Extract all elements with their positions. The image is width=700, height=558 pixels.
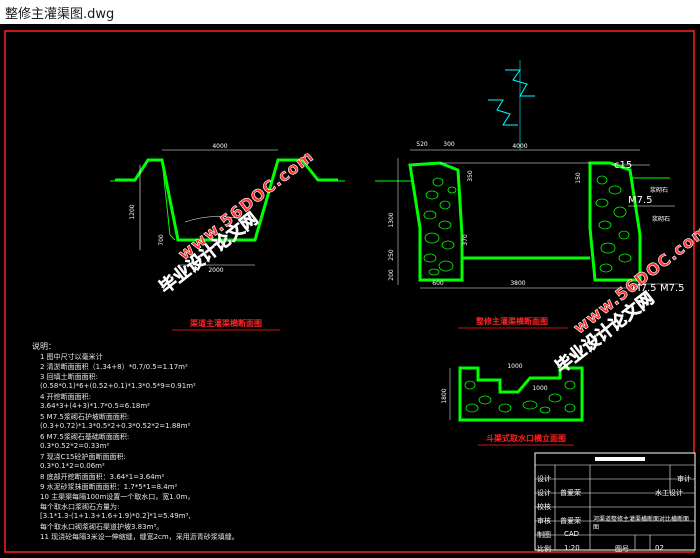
dim-250: 250 xyxy=(388,249,395,261)
break-line-bottom xyxy=(488,99,518,126)
tb-r5-c3: 图号 xyxy=(615,545,629,553)
left-caption: 渠道主灌渠横断面图 xyxy=(189,318,262,328)
label-m75-a: M7.5 xyxy=(628,195,653,206)
notes-line: (0.3+0.72)*1.3*0.5*2+0.3*0.52*2=1.88m² xyxy=(40,422,191,430)
tb-r3-c3: 河渠道整修主灌渠横断面对比横断面图 xyxy=(593,516,690,531)
cad-canvas[interactable]: 4000 2000 1200 700 渠道主灌渠横断面图 xyxy=(0,24,700,558)
notes-line: 3.64*3+(4+3)*1.7*0.5=6.18m² xyxy=(40,402,150,410)
dim-600: 600 xyxy=(432,280,444,287)
label-m75-b: M7.5 xyxy=(632,283,657,294)
tb-r3-c1: 审核 xyxy=(537,517,551,525)
right-dim-bottom: 3800 xyxy=(510,280,525,287)
notes-line: 10 主渠渠每隔100m设置一个取水口，宽1.0m， xyxy=(40,493,195,501)
tb-r1-c4: 水工设计 xyxy=(655,489,683,497)
right-dim-top: 4000 xyxy=(512,143,527,150)
notes-line: [3.1*1.3-(1+1.3+1.6+1.9)*0.2]*1=5.49m³, xyxy=(40,512,191,520)
tb-r1-c2: 曾爱荣 xyxy=(560,489,581,497)
dim-520: 520 xyxy=(416,141,428,148)
left-dim-lower: 700 xyxy=(158,234,165,246)
dim-200: 200 xyxy=(388,269,395,281)
outlet-elevation: 1000 1000 1800 斗渠式取水口横立面图 xyxy=(441,363,584,446)
notes-line: 2 清淤断面面积（1.34+8）*0.7/0.5=1.17m² xyxy=(40,363,188,371)
outlet-dim-1000: 1000 xyxy=(532,385,547,392)
drawing-svg: 4000 2000 1200 700 渠道主灌渠横断面图 xyxy=(4,30,696,553)
label-c15: c15 xyxy=(614,160,632,171)
dim-1300: 1300 xyxy=(388,212,395,227)
outlet-dim-1000b: 1000 xyxy=(507,363,522,370)
label-note-a: 浆砌石 xyxy=(650,186,668,194)
notes-line: 6 M7.5浆砌石基础断面面积: xyxy=(40,433,130,441)
notes-line: (0.58*0.1)*6+(0.52+0.1)*1.3*0.5*9=0.91m² xyxy=(40,382,196,390)
notes-line: 7 现浇C15砼护面断面面积: xyxy=(40,453,126,461)
outlet-outline xyxy=(458,366,584,422)
tb-r5-c1: 比例 xyxy=(537,545,551,553)
dim-350: 350 xyxy=(467,170,474,182)
notes-line: 9 水泥砂浆抹面断面面积：1.7*5*1=8.4m² xyxy=(40,483,178,491)
left-cross-section: 4000 2000 1200 700 渠道主灌渠横断面图 xyxy=(110,143,345,331)
window-titlebar: 整修主灌渠图.dwg xyxy=(0,0,700,24)
label-note-b: 浆砌石 xyxy=(652,215,670,223)
notes-line: 11 现浇砼每隔3米设一伸缩缝，缝宽2cm，采用沥青砂浆填缝。 xyxy=(40,533,239,541)
right-caption: 整修主灌渠横断面图 xyxy=(475,316,548,326)
tb-r4-c1: 制图 xyxy=(537,531,551,539)
left-dim-bottom: 2000 xyxy=(208,267,223,274)
left-dim-top: 4000 xyxy=(212,143,227,150)
dim-300: 300 xyxy=(443,141,455,148)
title-block xyxy=(534,452,696,551)
drawing-border xyxy=(4,30,695,553)
tb-r4-c2: CAD xyxy=(564,530,580,538)
tb-r5-c4: 02 xyxy=(655,544,664,552)
notes-line: 0.3*0.1*2=0.06m² xyxy=(40,462,105,470)
notes-line: 每个取水口浆砌石方量为: xyxy=(40,503,120,511)
notes-line: 1 图中尺寸以毫米计 xyxy=(40,353,103,361)
right-cross-section: 520 300 4000 3800 600 1300 250 200 350 3… xyxy=(375,60,685,329)
notes-line: 3 回填土断面面积: xyxy=(40,373,99,381)
left-dim-height: 1200 xyxy=(129,204,136,219)
outlet-caption: 斗渠式取水口横立面图 xyxy=(486,433,566,443)
notes-line: 8 底部开挖断面面积：3.64*1=3.64m² xyxy=(40,473,165,481)
window-title: 整修主灌渠图.dwg xyxy=(5,7,115,22)
tb-r0-c4: 审计 xyxy=(677,475,691,483)
tb-r1-c1: 设计 xyxy=(537,489,551,497)
notes-heading: 说明： xyxy=(32,342,56,351)
right-masonry-wall xyxy=(588,161,642,282)
tb-r2-c1: 校核 xyxy=(537,503,551,511)
tb-r3-c2: 曾爱荣 xyxy=(560,517,581,525)
dim-150: 150 xyxy=(575,172,582,184)
tb-r0-c1: 设计 xyxy=(537,475,551,483)
notes-line: 每个取水口砌浆砌石渠道护坡3.83m³。 xyxy=(40,523,164,531)
notes-line: 4 开挖断面面积: xyxy=(40,393,92,401)
outlet-dim-1800: 1800 xyxy=(441,388,448,403)
notes-line: 0.3*0.52*2=0.33m² xyxy=(40,442,110,450)
stone-texture xyxy=(423,175,632,276)
notes-line: 5 M7.5浆砌石护坡断面面积: xyxy=(40,413,130,421)
left-channel-outline xyxy=(115,158,338,242)
tb-r5-c2: 1:20 xyxy=(564,544,580,552)
dim-370: 370 xyxy=(462,234,469,246)
label-m75-c: M7.5 xyxy=(660,283,685,294)
